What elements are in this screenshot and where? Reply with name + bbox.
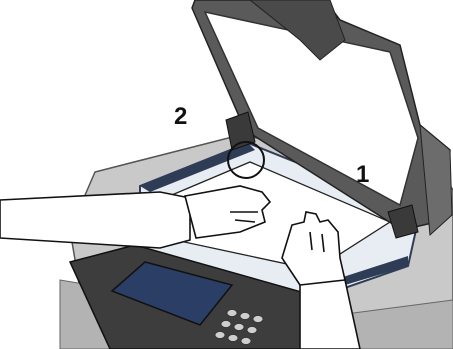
callout-step-2: 2 [174, 103, 187, 130]
callout-step-1: 1 [356, 161, 369, 188]
